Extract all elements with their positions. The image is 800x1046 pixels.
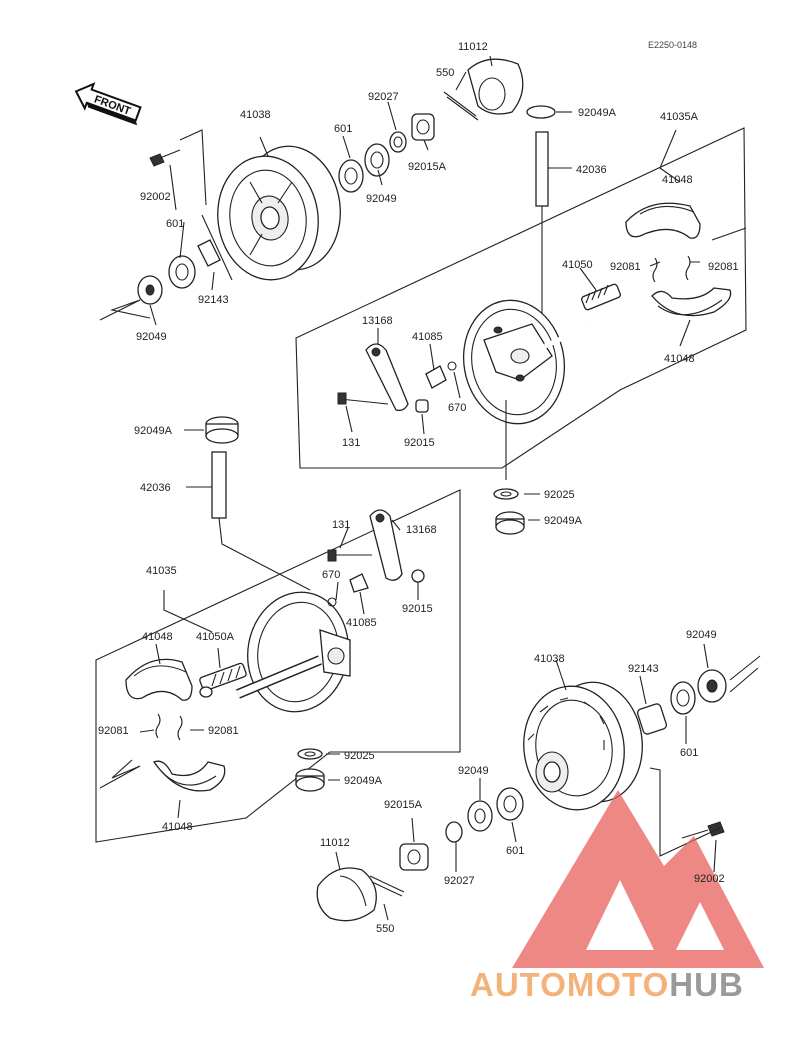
label-92081-low-a: 92081 [98, 725, 129, 737]
label-92049: 92049 [366, 193, 397, 205]
automotohub-logo [512, 790, 764, 968]
watermark-text-b: HUB [669, 966, 744, 1003]
label-13168: 13168 [362, 315, 393, 327]
label-92025: 92025 [544, 489, 575, 501]
label-92049a: 92049A [578, 107, 617, 119]
leader-lines-top [99, 55, 747, 326]
brake-shoes-top [625, 202, 732, 317]
label-42036: 42036 [576, 164, 607, 176]
label-92049-left: 92049 [136, 331, 167, 343]
brake-drum-bottom [523, 681, 643, 811]
label-41048-b: 41048 [664, 353, 695, 365]
hub-parts-top [137, 58, 556, 330]
spacer-pin-left [184, 416, 311, 591]
label-92081-b: 92081 [708, 261, 739, 273]
label-41085-low: 41085 [346, 617, 377, 629]
label-41035: 41035 [146, 565, 177, 577]
label-92049a-left: 92049A [134, 425, 173, 437]
brake-panel-top [462, 283, 621, 480]
label-41048: 41048 [662, 174, 693, 186]
label-92015: 92015 [404, 437, 435, 449]
label-41038: 41038 [240, 109, 271, 121]
label-92143-low: 92143 [628, 663, 659, 675]
watermark-text-a: AUTOMOTO [470, 966, 669, 1003]
label-41050a: 41050A [196, 631, 235, 643]
label-601-b: 601 [166, 218, 184, 230]
label-601-low: 601 [680, 747, 698, 759]
label-670-low: 670 [322, 569, 340, 581]
label-11012: 11012 [458, 41, 488, 53]
label-13168-low: 13168 [406, 524, 437, 536]
brake-panel-box-top [295, 127, 747, 469]
part-labels: 11012 550 41038 601 92027 92049A 41035A … [98, 41, 739, 935]
washers-mid [493, 488, 540, 535]
label-670: 670 [448, 402, 466, 414]
label-92015-low: 92015 [402, 603, 433, 615]
label-92027: 92027 [368, 91, 399, 103]
label-11012-low: 11012 [320, 837, 350, 849]
label-92049a-low: 92049A [344, 775, 383, 787]
lever-assembly-top [337, 343, 457, 413]
label-41050: 41050 [562, 259, 593, 271]
leader-lines-top-box [345, 261, 700, 435]
label-41038-low: 41038 [534, 653, 565, 665]
label-550: 550 [436, 67, 454, 79]
label-41035a: 41035A [660, 111, 699, 123]
brake-panel-box-bottom [95, 489, 461, 843]
label-92049a-mid: 92049A [544, 515, 583, 527]
label-92049-low-right: 92049 [686, 629, 717, 641]
brake-panel-bottom [199, 591, 351, 713]
label-92143: 92143 [198, 294, 229, 306]
diagram-code: E2250-0148 [648, 40, 697, 50]
washers-bottom [295, 748, 340, 792]
label-92081-a: 92081 [610, 261, 641, 273]
label-550-low: 550 [376, 923, 394, 935]
hub-parts-bottom [316, 669, 727, 922]
front-arrow-icon: FRONT [74, 82, 142, 126]
label-41048-low-b: 41048 [162, 821, 193, 833]
label-42036-left: 42036 [140, 482, 171, 494]
leader-lines-bottom-box [99, 519, 419, 819]
label-41048-low: 41048 [142, 631, 173, 643]
label-601: 601 [334, 123, 352, 135]
brake-drum-top [217, 145, 341, 281]
brake-shoes-bottom [125, 658, 226, 792]
label-92002-low: 92002 [694, 873, 725, 885]
watermark-text: AUTOMOTOHUB [470, 966, 744, 1003]
label-92015a-low: 92015A [384, 799, 423, 811]
label-92025-low: 92025 [344, 750, 375, 762]
label-41085: 41085 [412, 331, 443, 343]
label-601-low-b: 601 [506, 845, 524, 857]
lever-assembly-bottom [327, 509, 425, 607]
label-92049-low-mid: 92049 [458, 765, 489, 777]
label-92015a: 92015A [408, 161, 447, 173]
label-92002: 92002 [140, 191, 171, 203]
label-92027-low: 92027 [444, 875, 475, 887]
label-131-low: 131 [332, 519, 350, 531]
label-131: 131 [342, 437, 360, 449]
label-92081-low-b: 92081 [208, 725, 239, 737]
